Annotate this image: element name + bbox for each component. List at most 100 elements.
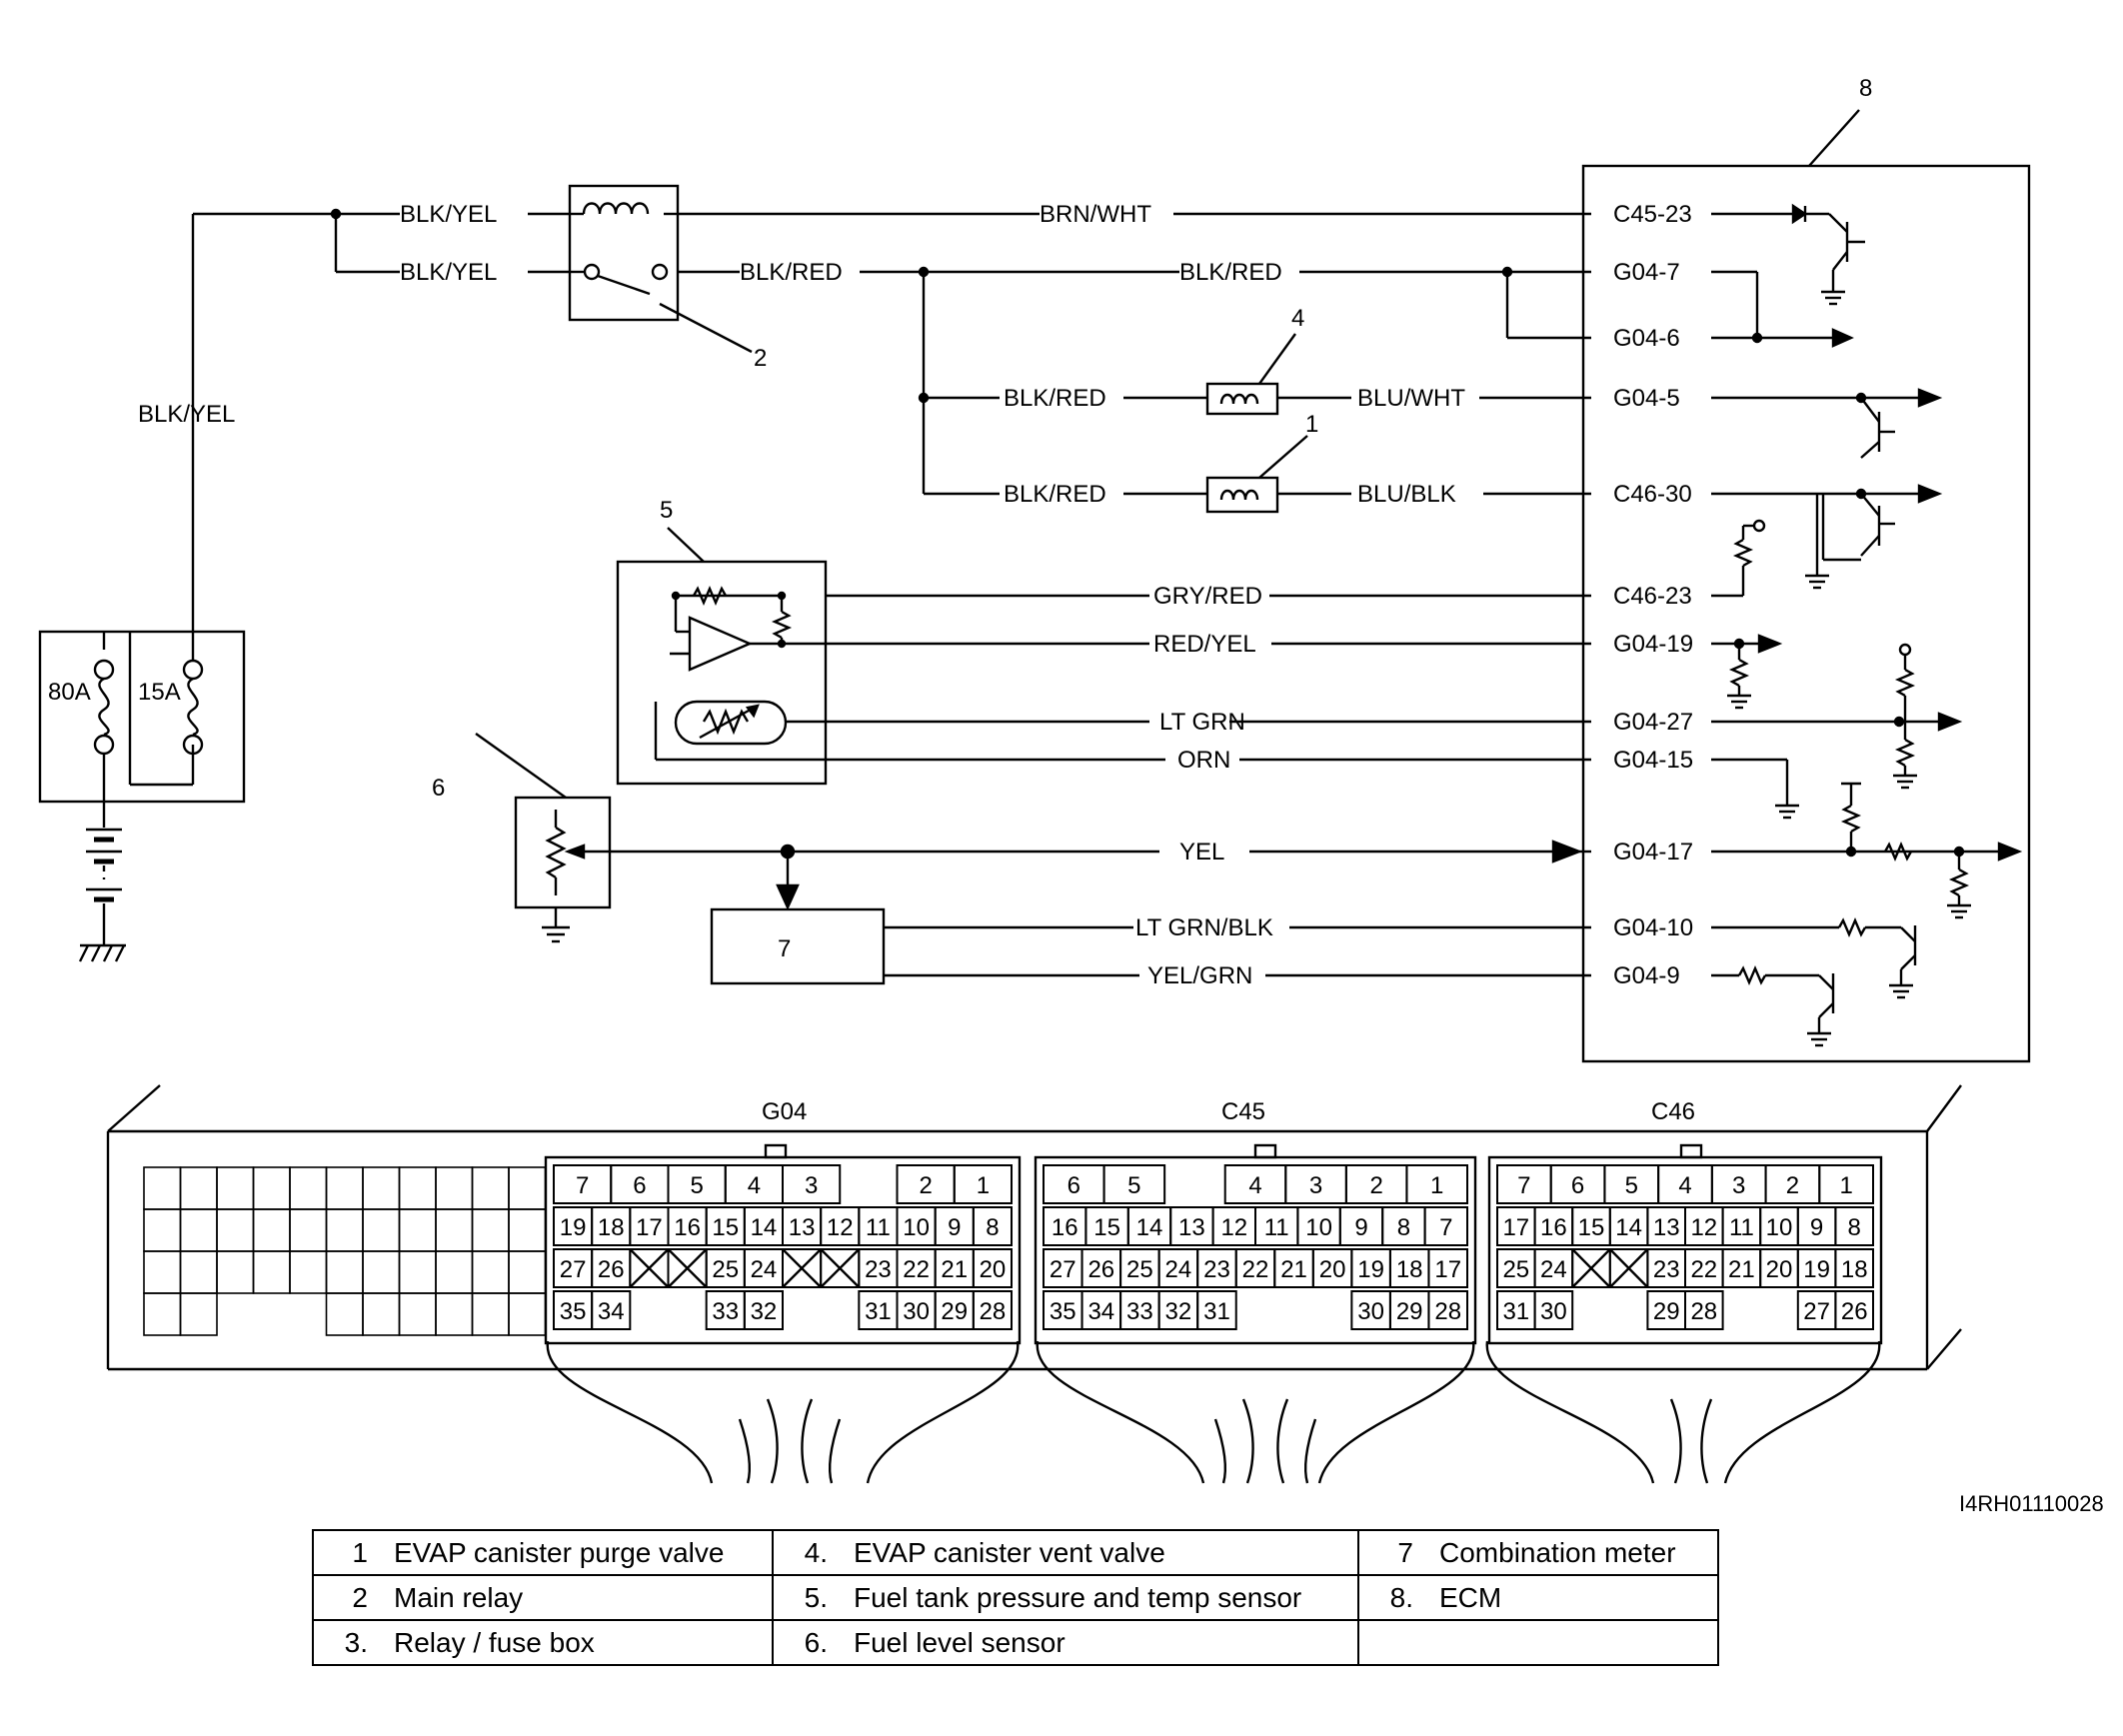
pin-cell: 24 xyxy=(1533,1248,1574,1288)
ecm-box xyxy=(1581,164,2031,1063)
pin-cell: 30 xyxy=(1350,1290,1391,1330)
meter-wiring xyxy=(884,925,1591,977)
pin-cell: 16 xyxy=(1533,1206,1574,1246)
pin-number: 20 xyxy=(1766,1256,1793,1283)
pin-blocked-mark xyxy=(1571,1248,1611,1288)
pin-number: 16 xyxy=(1540,1214,1567,1241)
pin-cell xyxy=(1571,1248,1611,1288)
pin-number: 35 xyxy=(560,1298,587,1325)
pin-cell: 24 xyxy=(743,1248,784,1288)
pin-box xyxy=(1834,1206,1875,1246)
pin-cell: 8 xyxy=(972,1206,1013,1246)
pin-cell: 1 xyxy=(1818,1164,1875,1204)
pin-cell: 26 xyxy=(591,1248,632,1288)
grid-cell xyxy=(435,1292,474,1336)
pin-box xyxy=(1834,1248,1875,1288)
pin-cell: 34 xyxy=(1080,1290,1122,1330)
pin-number: 4 xyxy=(1678,1172,1691,1199)
fuel-tank-pressure-temp-sensor xyxy=(616,560,828,786)
battery-symbol xyxy=(86,828,122,945)
terminal-g04-5: G04-5 xyxy=(1613,385,1680,412)
pin-cell: 9 xyxy=(1796,1206,1837,1246)
pin-cell: 16 xyxy=(1043,1206,1087,1246)
legend-cell: 4.EVAP canister vent valve xyxy=(772,1529,1359,1576)
pin-cell: 34 xyxy=(591,1290,632,1330)
legend-cell xyxy=(1357,1619,1719,1666)
pin-number: 16 xyxy=(1052,1214,1078,1241)
wire-harness xyxy=(546,1340,1881,1484)
pin-number: 19 xyxy=(560,1214,587,1241)
callout-leader-4 xyxy=(1258,333,1296,385)
fuse-80a-label: 80A xyxy=(48,679,91,706)
fuse-15a xyxy=(182,659,204,756)
pin-cell: 23 xyxy=(1646,1248,1687,1288)
wire-label-relay-contact: BLK/YEL xyxy=(400,259,497,286)
connector-blank-grid xyxy=(143,1166,547,1336)
pin-cell: 18 xyxy=(591,1206,632,1246)
legend-row: 3.Relay / fuse box 6.Fuel level sensor xyxy=(312,1619,1719,1666)
callout-leader-2 xyxy=(659,302,753,354)
wire-label-pressure-signal: GRY/RED xyxy=(1153,583,1262,610)
pin-number: 6 xyxy=(1571,1172,1584,1199)
pin-cell xyxy=(667,1248,708,1288)
pin-number: 30 xyxy=(1540,1298,1567,1325)
pin-number: 8 xyxy=(1848,1214,1861,1241)
pin-number: 23 xyxy=(865,1256,892,1283)
legend-cell: 6. Fuel level sensor xyxy=(772,1619,1359,1666)
pin-cell: 29 xyxy=(1388,1290,1430,1330)
grid-cell xyxy=(179,1292,218,1336)
pin-cell: 13 xyxy=(1169,1206,1214,1246)
pin-number: 13 xyxy=(1178,1214,1205,1241)
pin-cell: 6 xyxy=(1549,1164,1606,1204)
pin-cell: 1 xyxy=(1405,1164,1469,1204)
pin-number: 21 xyxy=(1728,1256,1755,1283)
grid-cell xyxy=(216,1166,255,1210)
grid-cell xyxy=(362,1166,401,1210)
pin-number: 12 xyxy=(1690,1214,1717,1241)
legend-label: Relay / fuse box xyxy=(394,1626,595,1658)
pin-number: 4 xyxy=(748,1172,761,1199)
pin-cell xyxy=(782,1248,823,1288)
pin-number: 5 xyxy=(1625,1172,1638,1199)
pin-number: 13 xyxy=(789,1214,816,1241)
wire-label-vcc: LT GRN xyxy=(1159,709,1245,736)
terminal-g04-9: G04-9 xyxy=(1613,962,1680,989)
pin-number: 33 xyxy=(712,1298,739,1325)
pin-number: 4 xyxy=(1248,1172,1261,1199)
pin-box xyxy=(1427,1290,1469,1330)
fuel-level-sensor xyxy=(514,796,612,909)
chassis-ground-icon xyxy=(78,943,126,962)
legend-label: Fuel level sensor xyxy=(854,1626,1065,1658)
grid-cell xyxy=(435,1166,474,1210)
legend-number: 6. xyxy=(804,1626,828,1658)
grid-cell xyxy=(143,1250,182,1294)
pin-cell: 3 xyxy=(782,1164,842,1204)
main-relay xyxy=(568,184,680,322)
ecm-terminal-labels: C45-23 G04-7 G04-6 G04-5 C46-30 C46-23 G… xyxy=(1613,201,1693,989)
wire-label-purge-out: BLU/BLK xyxy=(1357,481,1456,508)
pin-cell: 22 xyxy=(1684,1248,1724,1288)
pin-number: 30 xyxy=(1357,1298,1384,1325)
pin-cell: 26 xyxy=(1834,1290,1875,1330)
pin-cell: 15 xyxy=(705,1206,746,1246)
pin-cell: 14 xyxy=(1608,1206,1649,1246)
pin-cell: 14 xyxy=(743,1206,784,1246)
pin-number: 27 xyxy=(1050,1256,1076,1283)
pin-cell: 4 xyxy=(1657,1164,1713,1204)
callout-7: 7 xyxy=(778,935,791,962)
legend-cell: 8.ECM xyxy=(1357,1574,1719,1621)
pin-number: 17 xyxy=(1502,1214,1529,1241)
pin-number: 34 xyxy=(1087,1298,1114,1325)
pin-cell: 30 xyxy=(896,1290,937,1330)
connector-latch xyxy=(1253,1143,1277,1159)
pin-cell: 31 xyxy=(1496,1290,1536,1330)
terminal-g04-7: G04-7 xyxy=(1613,259,1680,286)
pin-number: 21 xyxy=(1280,1256,1307,1283)
pin-number: 29 xyxy=(1396,1298,1423,1325)
legend-label: EVAP canister purge valve xyxy=(394,1536,725,1568)
pin-cell: 21 xyxy=(934,1248,975,1288)
wire-label-vent-in: BLK/RED xyxy=(1004,385,1106,412)
pin-number: 11 xyxy=(1729,1214,1754,1241)
pin-box xyxy=(953,1164,1013,1204)
